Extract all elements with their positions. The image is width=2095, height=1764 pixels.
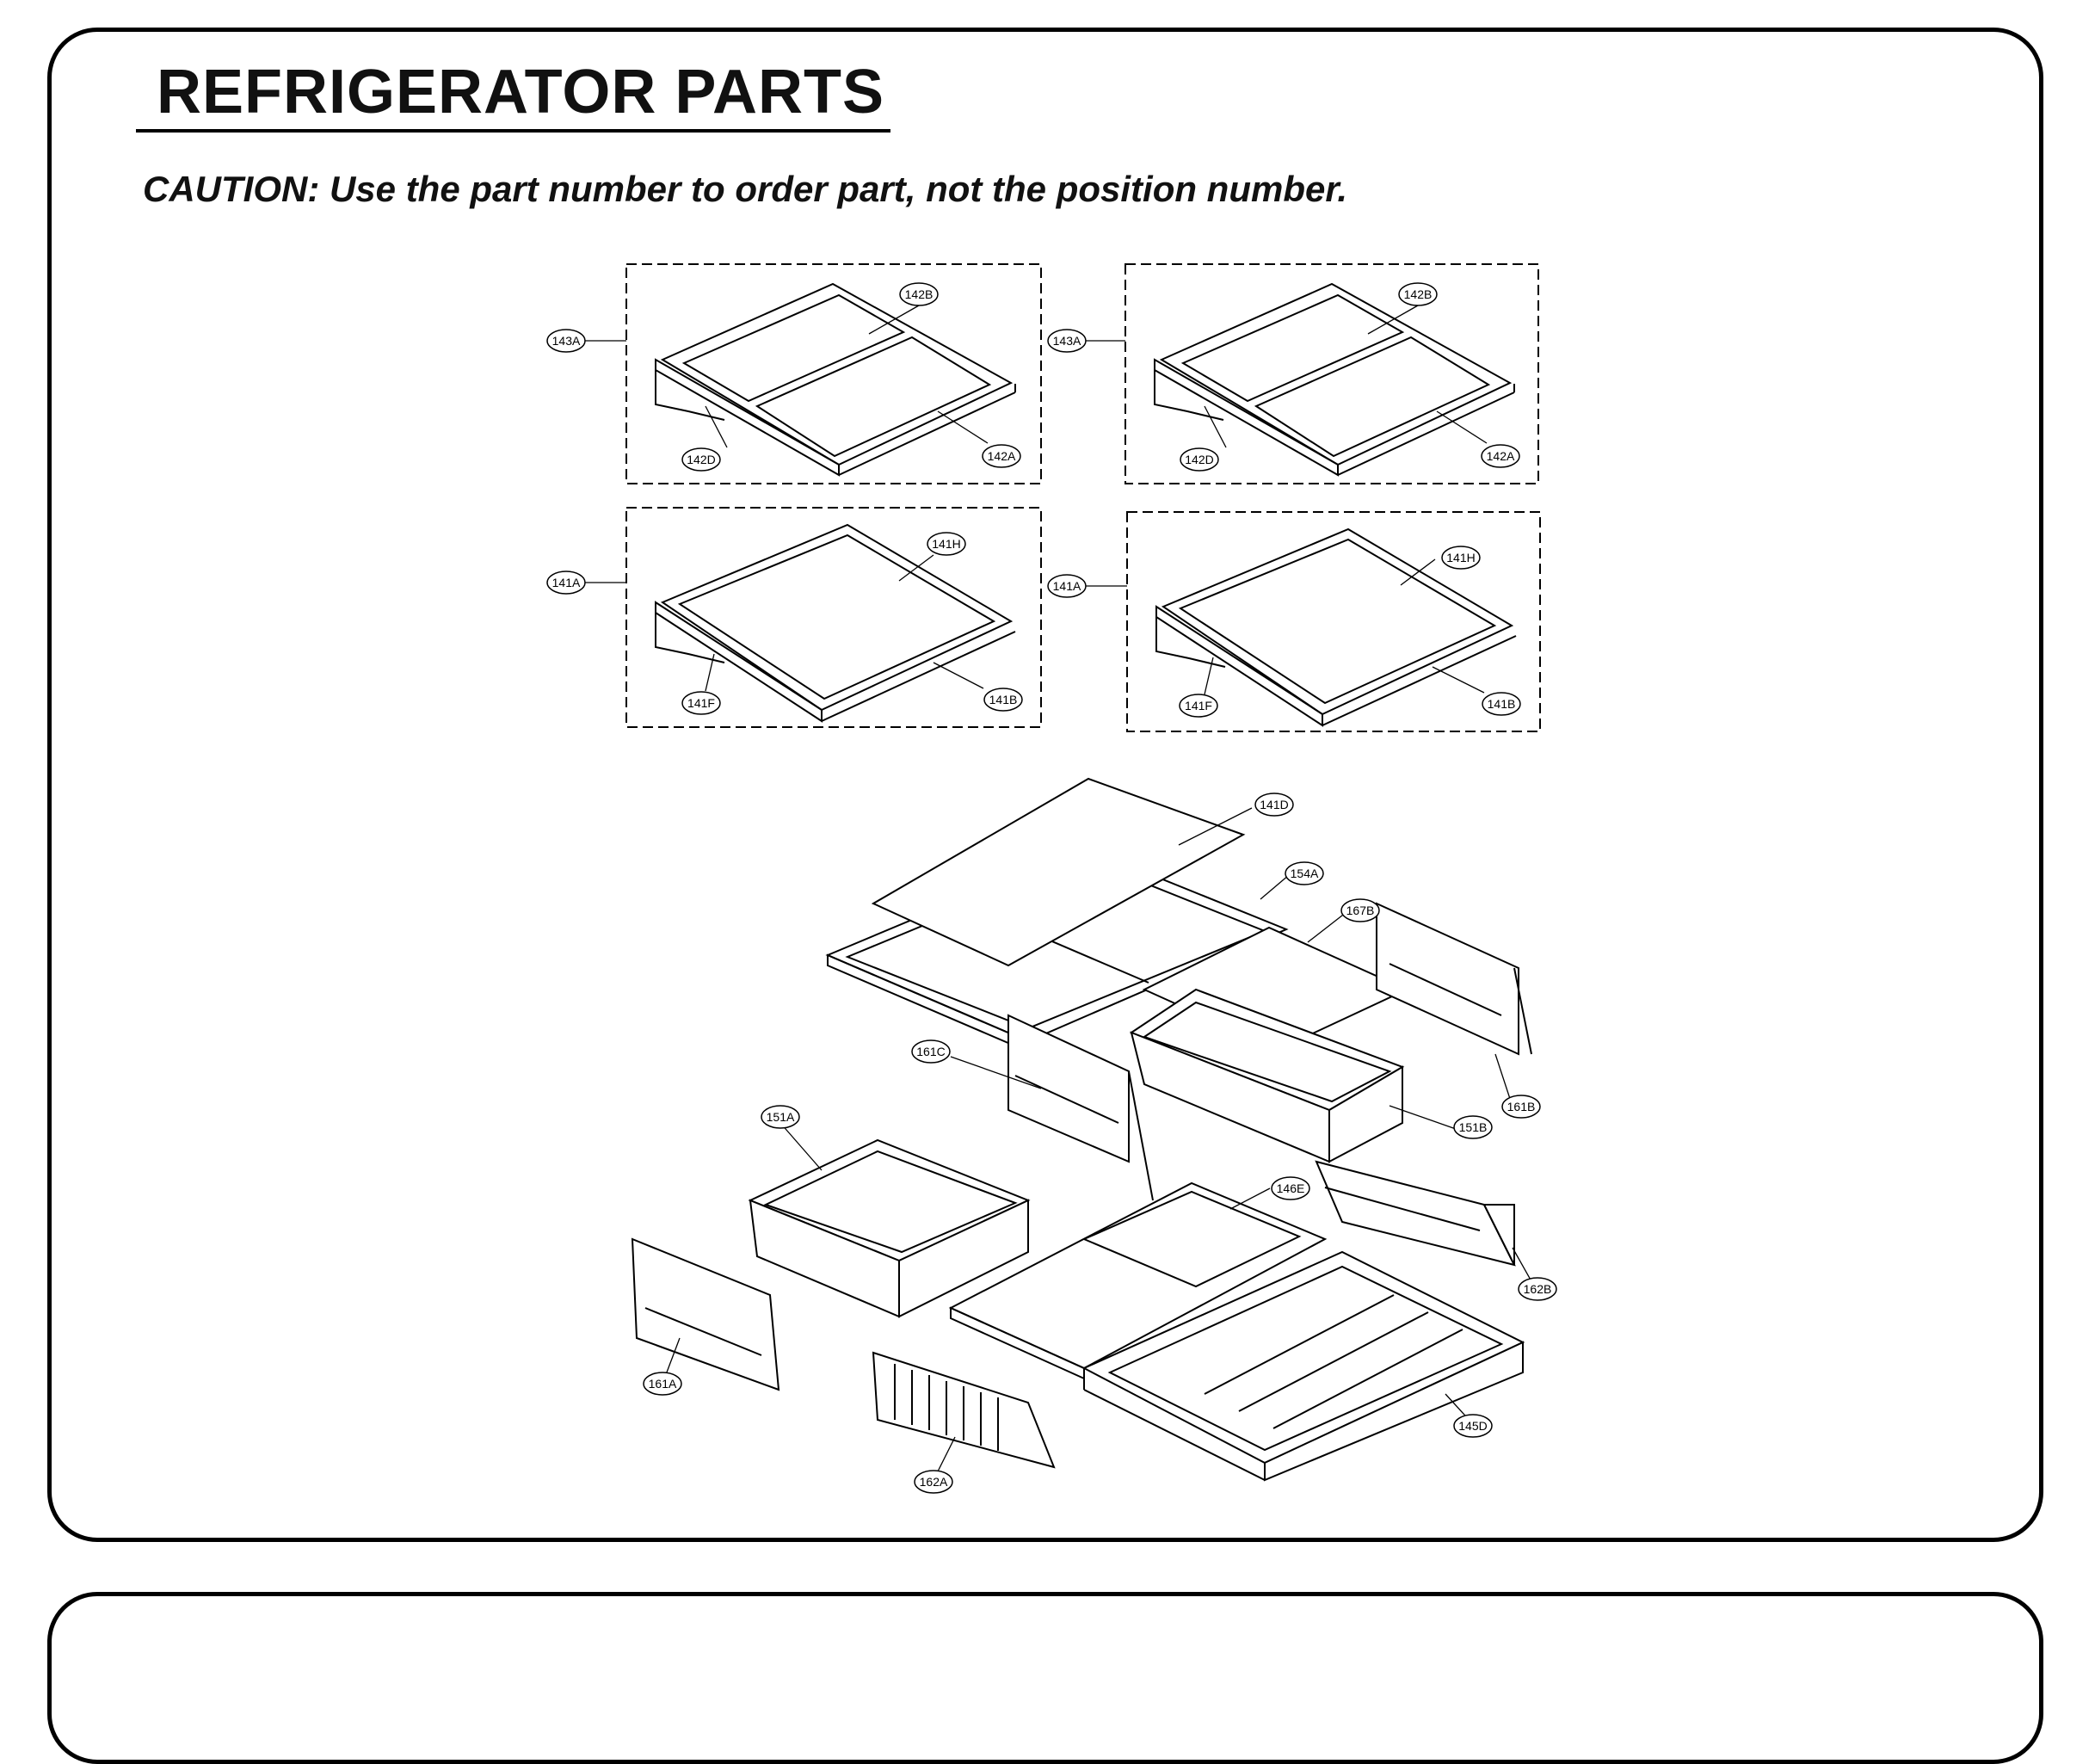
label-141d: 141D bbox=[1260, 798, 1288, 811]
label-161b: 161B bbox=[1507, 1100, 1536, 1113]
label-141a-right: 141A bbox=[1053, 579, 1081, 593]
label-151a: 151A bbox=[767, 1110, 795, 1124]
shelf-box-141-left bbox=[625, 507, 1042, 728]
label-162b: 162B bbox=[1524, 1282, 1552, 1296]
label-141f-left: 141F bbox=[687, 696, 715, 710]
label-145d: 145D bbox=[1458, 1419, 1487, 1433]
split-shelf-left bbox=[655, 282, 1016, 477]
crisper-drawer-right bbox=[1129, 988, 1405, 1163]
split-shelf-right bbox=[1154, 282, 1515, 477]
diagram-frame bbox=[47, 28, 2043, 1542]
label-141b-left: 141B bbox=[989, 693, 1018, 706]
label-154a: 154A bbox=[1291, 867, 1319, 880]
label-151b: 151B bbox=[1459, 1120, 1488, 1134]
label-142d-left: 142D bbox=[687, 453, 715, 466]
side-panel-161a bbox=[631, 1237, 780, 1391]
label-142b-left: 142B bbox=[905, 287, 934, 301]
label-141f-right: 141F bbox=[1185, 699, 1212, 712]
next-page-frame bbox=[47, 1592, 2043, 1764]
caution-note: CAUTION: Use the part number to order pa… bbox=[143, 169, 1348, 209]
label-162a: 162A bbox=[920, 1475, 948, 1489]
rail-162a bbox=[872, 1351, 1056, 1469]
label-142a-right: 142A bbox=[1487, 449, 1515, 463]
side-panel-161b bbox=[1376, 902, 1532, 1056]
label-161a: 161A bbox=[649, 1377, 677, 1391]
label-142b-right: 142B bbox=[1404, 287, 1433, 301]
label-141h-left: 141H bbox=[932, 537, 960, 551]
label-141b-right: 141B bbox=[1488, 697, 1516, 711]
crisper-glass bbox=[871, 777, 1246, 967]
label-146e: 146E bbox=[1277, 1181, 1305, 1195]
side-panel-161c bbox=[1007, 1014, 1154, 1201]
label-143a-top-right: 143A bbox=[1053, 334, 1081, 348]
rail-162b bbox=[1315, 1160, 1516, 1267]
callout-leaders bbox=[585, 305, 1537, 1481]
label-142a-left: 142A bbox=[988, 449, 1016, 463]
label-167b: 167B bbox=[1346, 904, 1375, 917]
label-141a-left: 141A bbox=[552, 576, 581, 589]
bottom-bin bbox=[1081, 1250, 1525, 1482]
full-shelf-left bbox=[655, 523, 1016, 723]
page-title: REFRIGERATOR PARTS bbox=[157, 58, 885, 126]
label-141h-right: 141H bbox=[1446, 551, 1475, 564]
label-143a-top-left: 143A bbox=[552, 334, 581, 348]
shelf-box-141-right bbox=[1126, 511, 1541, 732]
title-underline bbox=[136, 129, 890, 133]
shelf-box-142-right bbox=[1125, 263, 1539, 484]
crisper-drawer-left bbox=[748, 1138, 1031, 1318]
label-142d-right: 142D bbox=[1185, 453, 1213, 466]
shelf-box-142-left bbox=[625, 263, 1042, 484]
parts-diagram: 143A 142B 142D 142A 143A 142B 142D 142A … bbox=[546, 263, 1557, 1494]
label-161c: 161C bbox=[916, 1045, 945, 1058]
full-shelf-right bbox=[1155, 527, 1517, 727]
